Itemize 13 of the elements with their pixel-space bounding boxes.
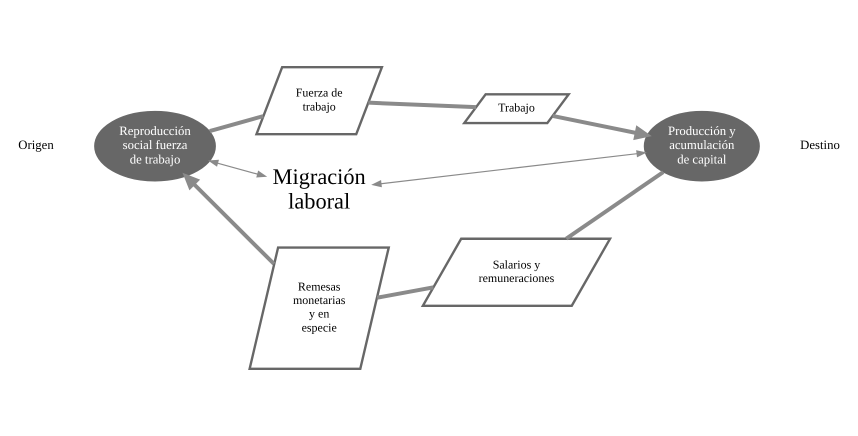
connector [565,170,664,240]
node-text: Migración laboral [272,164,366,214]
connector [209,114,264,134]
node-ellipse: Reproducción social fuerza de trabajo [94,110,216,182]
node-label: Origen [18,138,54,152]
node-ellipse: Producción y acumulación de capital [644,110,760,182]
connector [368,100,476,110]
node-label: Destino [800,138,840,152]
connector [376,285,434,300]
arrow [208,160,268,178]
arrow [182,172,276,266]
arrow [552,114,652,140]
arrow [371,150,647,188]
